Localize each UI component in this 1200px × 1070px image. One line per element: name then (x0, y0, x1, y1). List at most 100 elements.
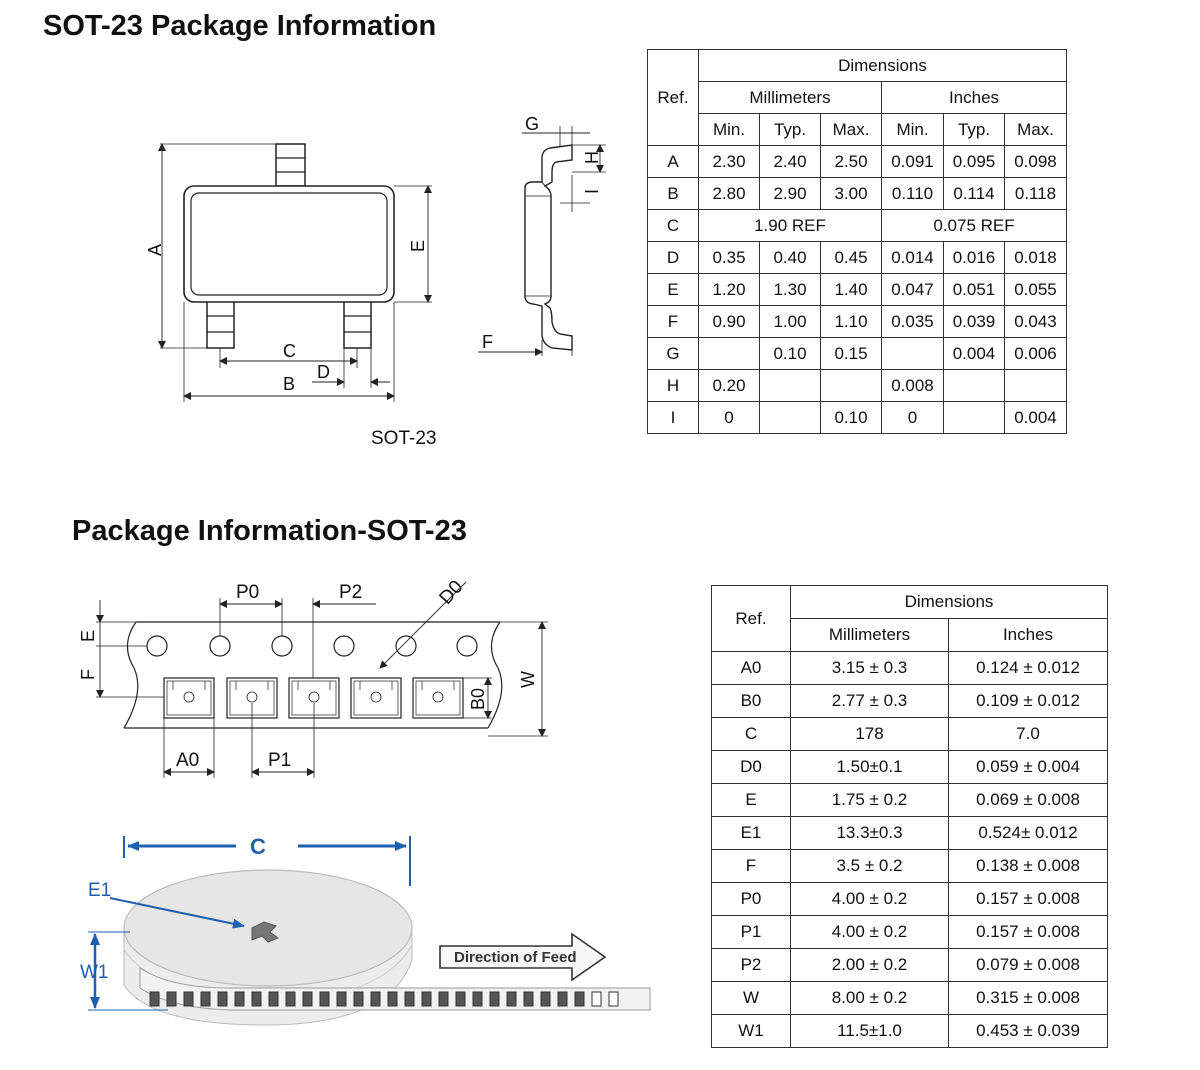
mm-value-cell: 13.3±0.3 (790, 816, 949, 850)
dim-label-d: D (317, 362, 330, 382)
value-cell: 0.075 REF (881, 209, 1067, 242)
mm-value-cell: 2.77 ± 0.3 (790, 684, 949, 718)
reel-tape-pocket (421, 991, 432, 1007)
reel-tape-pocket (149, 991, 160, 1007)
inch-value-cell: 0.315 ± 0.008 (948, 981, 1108, 1015)
value-cell: 1.30 (759, 273, 821, 306)
reel-tape-pocket (404, 991, 415, 1007)
unit-header: Millimeters (698, 81, 882, 114)
dim-label-i: I (582, 189, 602, 194)
ref-cell: P1 (711, 915, 791, 949)
value-cell (820, 369, 882, 402)
ref-cell: P2 (711, 948, 791, 982)
ref-cell: E (711, 783, 791, 817)
value-cell: 0.051 (943, 273, 1005, 306)
value-cell: 0.118 (1004, 177, 1067, 210)
value-cell: 0.098 (1004, 145, 1067, 178)
ref-cell: A (647, 145, 699, 178)
inch-value-cell: 0.157 ± 0.008 (948, 882, 1108, 916)
reel-tape-pocket (574, 991, 585, 1007)
value-cell (759, 401, 821, 434)
value-cell: 0.095 (943, 145, 1005, 178)
ref-cell: H (647, 369, 699, 402)
dim-label-g: G (525, 114, 539, 134)
reel-tape-pocket (438, 991, 449, 1007)
sot23-caption: SOT-23 (371, 428, 436, 449)
value-cell: 2.90 (759, 177, 821, 210)
mm-value-cell: 3.15 ± 0.3 (790, 651, 949, 685)
reel-label-e1: E1 (88, 880, 111, 901)
minmax-header: Max. (820, 113, 882, 146)
reel-tape-pocket (506, 991, 517, 1007)
value-cell: 0.110 (881, 177, 944, 210)
dim-label-e: E (408, 240, 428, 252)
value-cell: 1.90 REF (698, 209, 882, 242)
dimensions-header: Dimensions (790, 585, 1108, 619)
ref-cell: C (647, 209, 699, 242)
value-cell: 0.018 (1004, 241, 1067, 274)
value-cell: 1.40 (820, 273, 882, 306)
reel-label-w1: W1 (80, 962, 109, 983)
value-cell: 0.055 (1004, 273, 1067, 306)
value-cell: 0.004 (943, 337, 1005, 370)
ref-cell: F (711, 849, 791, 883)
inch-value-cell: 0.109 ± 0.012 (948, 684, 1108, 718)
tape-label-f: F (78, 669, 98, 680)
ref-cell: G (647, 337, 699, 370)
tape-label-b0: B0 (468, 688, 488, 710)
mm-value-cell: 4.00 ± 0.2 (790, 882, 949, 916)
minmax-header: Typ. (943, 113, 1005, 146)
inch-value-cell: 0.157 ± 0.008 (948, 915, 1108, 949)
value-cell: 0.90 (698, 305, 760, 338)
value-cell (1004, 369, 1067, 402)
value-cell: 0.047 (881, 273, 944, 306)
table-header-row: Ref.Dimensions (711, 585, 1108, 652)
value-cell: 0.008 (881, 369, 944, 402)
value-cell: 0.45 (820, 241, 882, 274)
reel-tape-pocket (319, 991, 330, 1007)
ref-cell: E1 (711, 816, 791, 850)
ref-cell: C (711, 717, 791, 751)
ref-cell: W (711, 981, 791, 1015)
inch-value-cell: 7.0 (948, 717, 1108, 751)
inch-value-cell: 0.138 ± 0.008 (948, 849, 1108, 883)
reel-tape-pocket (472, 991, 483, 1007)
package-info-heading: SOT-23 Package Information (43, 10, 437, 42)
minmax-header: Max. (1004, 113, 1067, 146)
minmax-header: Min. (881, 113, 944, 146)
value-cell (943, 401, 1005, 434)
mm-value-cell: 11.5±1.0 (790, 1014, 949, 1048)
inch-value-cell: 0.524± 0.012 (948, 816, 1108, 850)
table-header-row: Ref.Dimensions (647, 49, 1067, 146)
mm-value-cell: 4.00 ± 0.2 (790, 915, 949, 949)
value-cell: 0.114 (943, 177, 1005, 210)
dim-label-a: A (145, 244, 165, 256)
reel-tape-pocket (540, 991, 551, 1007)
reel-tape-pocket (387, 991, 398, 1007)
inch-value-cell: 0.124 ± 0.012 (948, 651, 1108, 685)
minmax-header: Min. (698, 113, 760, 146)
reel-tape-pocket (489, 991, 500, 1007)
unit-header: Inches (881, 81, 1067, 114)
value-cell: 0.014 (881, 241, 944, 274)
reel-tape-pocket (591, 991, 602, 1007)
ref-header: Ref. (647, 49, 699, 146)
feed-direction-label: Direction of Feed (454, 949, 577, 966)
